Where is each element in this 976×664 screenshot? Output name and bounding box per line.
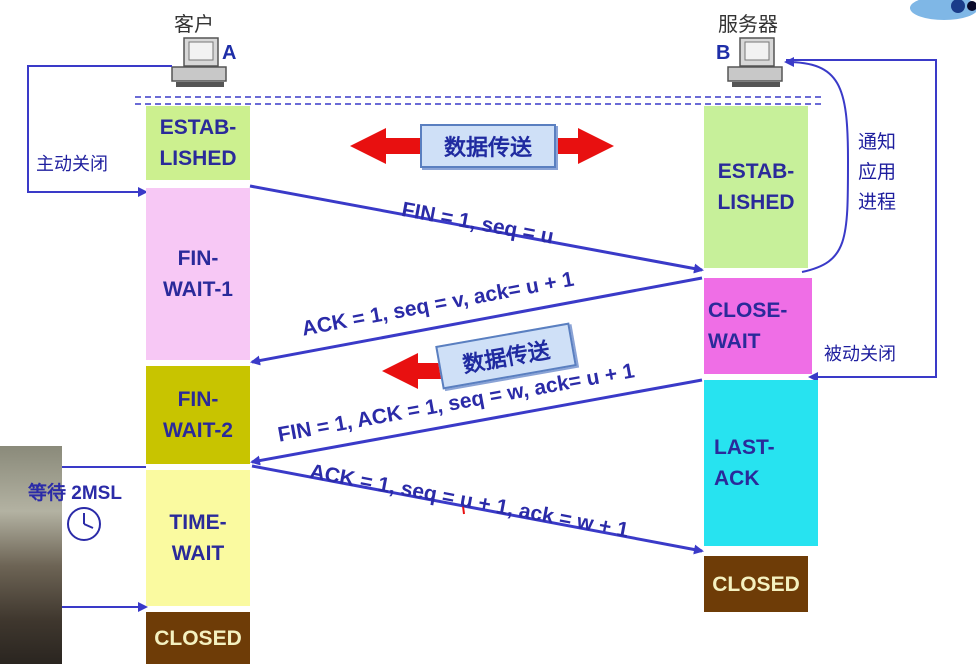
client-letter: A xyxy=(222,42,237,64)
notify-app-connector xyxy=(784,57,850,273)
client-state-closed: CLOSED xyxy=(146,612,250,664)
active-close-connector xyxy=(27,65,172,197)
dashed-top-line xyxy=(135,96,825,105)
webcam-inset xyxy=(0,446,62,664)
server-letter: B xyxy=(716,42,731,64)
server-state-close-wait: CLOSE- WAIT xyxy=(704,278,812,374)
clock-icon xyxy=(67,507,101,541)
server-state-last-ack: LAST- ACK xyxy=(704,380,818,546)
client-state-fin-wait-1: FIN- WAIT-1 xyxy=(146,188,250,360)
passive-close-connector xyxy=(786,59,937,382)
server-computer-icon xyxy=(727,37,783,87)
client-state-established: ESTAB- LISHED xyxy=(146,106,250,180)
client-computer-icon xyxy=(171,37,227,87)
active-close-label: 主动关闭 xyxy=(36,154,108,174)
decorative-logo xyxy=(910,0,976,20)
client-label: 客户 xyxy=(174,14,214,36)
server-state-established: ESTAB- LISHED xyxy=(704,106,808,268)
segment-arrow-ack-1 xyxy=(250,276,703,366)
segment-arrow-fin-1 xyxy=(249,184,704,274)
notify-app-label: 通知 应用 进程 xyxy=(858,132,897,213)
data-transfer-pill-1: 数据传送 xyxy=(420,124,556,168)
server-label: 服务器 xyxy=(718,14,778,36)
client-state-time-wait: TIME- WAIT xyxy=(146,470,250,606)
wait-2msl-label: 等待 2MSL xyxy=(28,483,122,504)
client-state-fin-wait-2: FIN- WAIT-2 xyxy=(146,366,250,464)
segment-arrow-ack-2 xyxy=(251,464,704,555)
passive-close-label: 被动关闭 xyxy=(824,344,896,364)
segment-arrow-fin-2 xyxy=(250,378,703,466)
cursor-mark xyxy=(462,505,465,515)
leftward-data-arrow xyxy=(382,353,456,389)
server-state-closed: CLOSED xyxy=(704,556,808,612)
